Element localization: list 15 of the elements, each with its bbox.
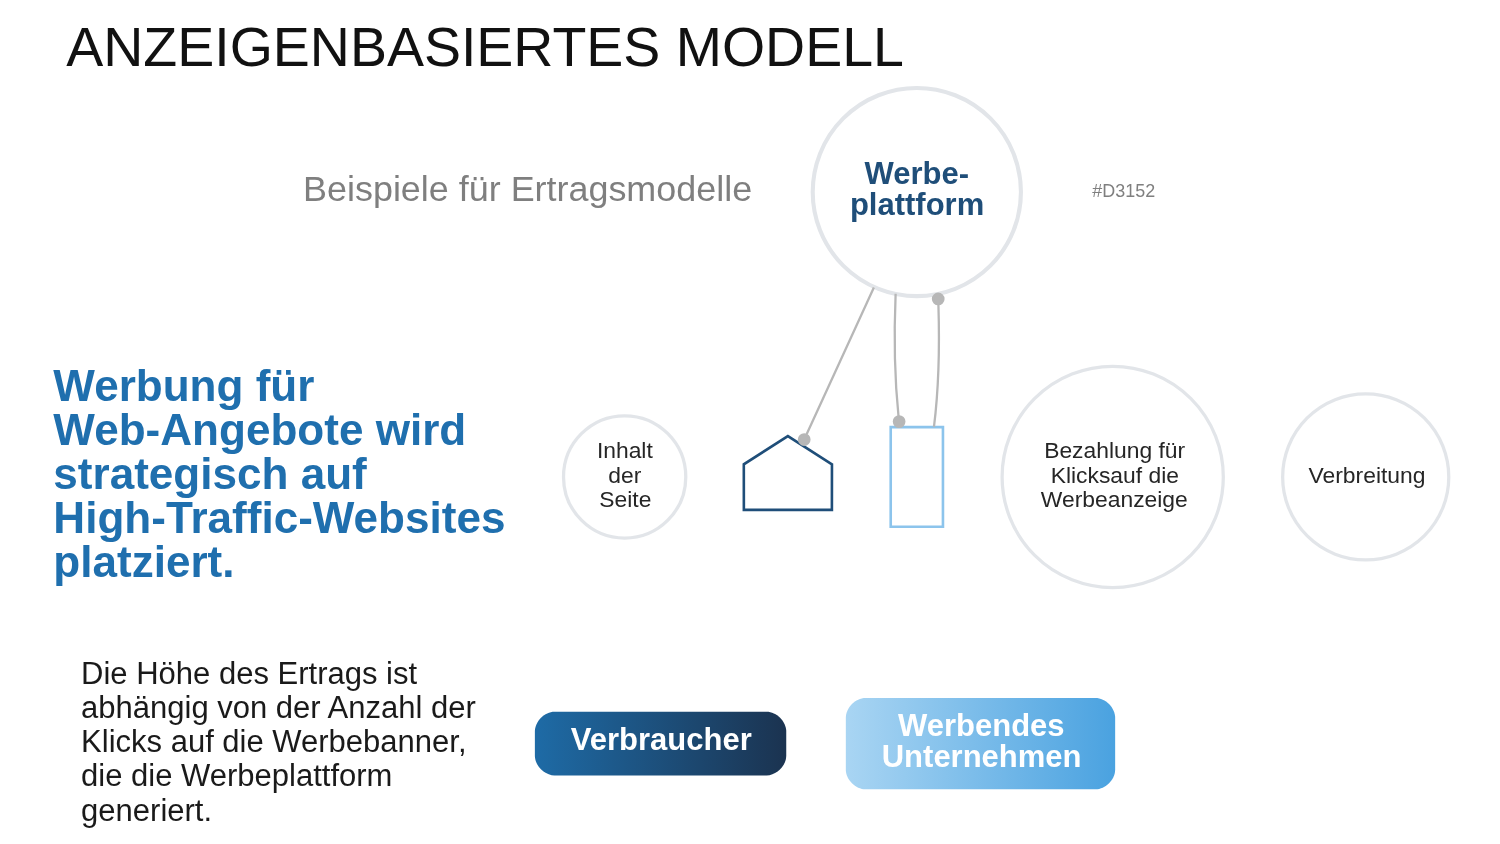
node-building [888, 425, 944, 528]
node-circle: Inhalt der Seite [561, 414, 687, 540]
node-circle: Werbe- plattform [810, 85, 1023, 299]
connector [892, 293, 905, 428]
node-box: Werbendes Unternehmen [845, 697, 1115, 790]
node-circle: Verbreitung [1280, 392, 1450, 562]
label: #D3152 [1091, 180, 1155, 201]
connector [931, 292, 945, 427]
node-circle: Bezahlung für Klicksauf die Werbeanzeige [999, 364, 1225, 590]
diagram-title: ANZEIGENBASIERTES MODELL [65, 15, 904, 78]
label: Beispiele für Ertragsmodelle [302, 168, 752, 210]
node-box: Verbraucher [534, 711, 786, 776]
label: Werbung für Web-Angebote wird strategisch auf High-Traffic-Websites platziert. [52, 361, 505, 587]
connector [797, 286, 875, 446]
label: Die Höhe des Ertrags ist abhängig von der Anzahl der Klicks auf die Werbebanner, die die Werbeplattform generiert. [80, 655, 476, 828]
